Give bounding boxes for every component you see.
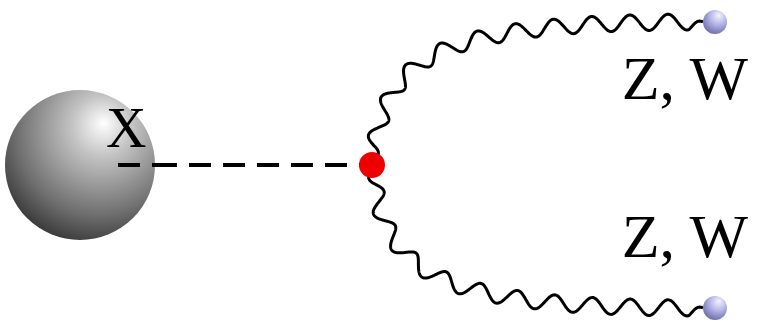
- boson-connector: [155, 165, 703, 316]
- interaction-vertex: [359, 152, 385, 178]
- scalar-propagator: [155, 163, 372, 167]
- boson-sphere: [703, 10, 727, 34]
- boson-node: Z, W: [703, 296, 727, 320]
- sphere-fill: [703, 296, 727, 320]
- boson-label: Z, W: [622, 47, 748, 109]
- scalar-propagator: [155, 163, 372, 167]
- sphere-fill: [703, 10, 727, 34]
- boson-sphere: [703, 296, 727, 320]
- boson-label: Z, W: [622, 205, 748, 267]
- sphere-fill: [5, 90, 155, 240]
- particle-node: X: [5, 90, 155, 240]
- boson-connector: [155, 14, 703, 165]
- particle-label: X: [106, 100, 146, 156]
- boson-node: Z, W: [703, 10, 727, 34]
- dashed-line: [118, 163, 155, 167]
